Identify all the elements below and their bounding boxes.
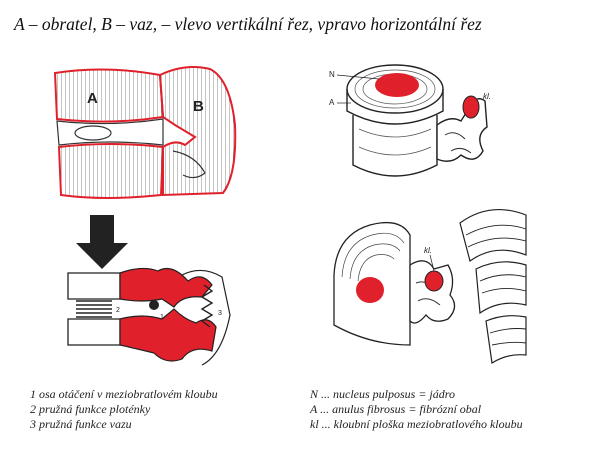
legend-item: kl ... kloubní ploška meziobratlového kl… xyxy=(310,417,523,431)
label-b: B xyxy=(193,98,204,115)
vertebra-body-upper xyxy=(53,68,165,123)
label-a: A xyxy=(87,90,98,107)
legend-item: 2 pružná funkce ploténky xyxy=(30,402,151,416)
ligament-spring-icon xyxy=(200,284,214,328)
load-arrow-icon xyxy=(76,215,128,269)
legend-item: N ... nucleus pulposus = jádro xyxy=(310,387,455,401)
label-a-anulus: A xyxy=(329,98,335,107)
horizontal-section-diagram: N A kl. xyxy=(329,64,491,177)
articular-facet-lower xyxy=(424,270,444,292)
page-title: A – obratel, B – vaz, – vlevo vertikální… xyxy=(14,14,482,34)
vertebra-body-lower xyxy=(57,143,165,199)
disc-spring-icon xyxy=(76,300,112,318)
vertebral-arch-lower xyxy=(409,260,456,324)
horizontal-facet-diagram: kl. xyxy=(333,209,527,364)
nucleus-pulposus-lower xyxy=(356,277,384,303)
mechanics-diagram: 1 2 3 xyxy=(67,215,231,366)
disc-nucleus xyxy=(74,125,112,141)
label-n: N xyxy=(329,70,335,79)
articular-facet xyxy=(462,95,480,119)
ligament-fibers xyxy=(459,209,527,364)
legend-item: A ... anulus fibrosus = fibrózní obal xyxy=(310,402,482,416)
label-2: 2 xyxy=(116,307,120,314)
vertebra-cylinder xyxy=(352,115,438,177)
legend-item: 1 osa otáčení v meziobratlovém kloubu xyxy=(30,387,218,401)
posterior-process-upper xyxy=(119,267,213,308)
vertebral-arch xyxy=(436,98,488,162)
label-kl-lower: kl. xyxy=(424,246,432,255)
posterior-process-lower xyxy=(119,308,217,362)
label-kl: kl. xyxy=(483,92,491,101)
legend-left: 1 osa otáčení v meziobratlovém kloubu 2 … xyxy=(30,387,218,432)
label-1: 1 xyxy=(160,314,164,321)
vertical-section-diagram: A B xyxy=(53,66,237,199)
rotation-axis-icon xyxy=(149,300,159,310)
legend-item: 3 pružná funkce vazu xyxy=(30,417,132,431)
legend-right: N ... nucleus pulposus = jádro A ... anu… xyxy=(310,387,523,432)
label-3: 3 xyxy=(218,310,222,317)
nucleus-pulposus xyxy=(375,73,419,97)
ligament-region xyxy=(158,66,237,197)
